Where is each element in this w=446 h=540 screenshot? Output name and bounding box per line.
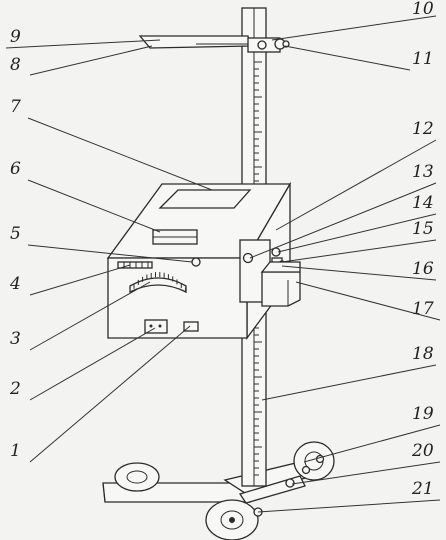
indicator-lamps	[117, 261, 153, 269]
rear-right-wheel	[293, 441, 335, 481]
label-13: 13	[412, 162, 434, 182]
sighting-mirror	[138, 35, 251, 49]
label-7: 7	[10, 97, 21, 117]
label-16: 16	[412, 259, 434, 279]
label-19: 19	[412, 404, 434, 424]
adjust-knob	[191, 257, 201, 267]
label-6: 6	[10, 159, 21, 179]
label-12: 12	[412, 119, 434, 139]
support-bracket	[260, 261, 301, 307]
label-2: 2	[9, 379, 21, 399]
label-21: 21	[411, 479, 434, 499]
label-4: 4	[9, 274, 21, 294]
label-1: 1	[10, 441, 21, 461]
label-15: 15	[412, 219, 434, 239]
label-3: 3	[10, 329, 21, 349]
label-18: 18	[412, 344, 434, 364]
label-11: 11	[412, 49, 434, 69]
control-panel	[144, 319, 168, 334]
label-5: 5	[10, 224, 21, 244]
part-labels: 9 8 7 6 5 4 3 2 1 10 11 12 13 14 15 16 1…	[9, 0, 434, 499]
dial	[129, 272, 187, 294]
label-14: 14	[412, 193, 434, 213]
label-20: 20	[411, 441, 434, 461]
label-17: 17	[412, 299, 434, 319]
leader-lines	[5, 15, 441, 513]
viewing-screen	[152, 229, 198, 245]
label-8: 8	[10, 55, 21, 75]
rear-left-wheel	[114, 462, 160, 492]
front-wheel	[205, 499, 259, 540]
switch	[183, 321, 199, 332]
label-10: 10	[412, 0, 434, 19]
column-collar	[247, 37, 290, 53]
label-9: 9	[10, 27, 21, 47]
